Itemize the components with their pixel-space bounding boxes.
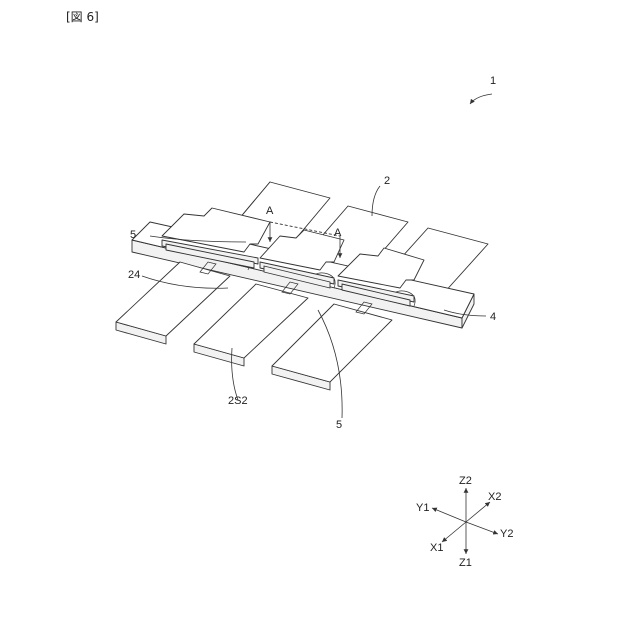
axis-z2-label: Z2 (459, 475, 472, 487)
axis-y1-label: Y1 (416, 502, 429, 514)
ref-notch: 24 (128, 269, 140, 281)
axis-x2-label: X2 (488, 491, 501, 503)
leader-2 (372, 186, 380, 216)
leader-1 (470, 94, 492, 104)
section-a-right: A (334, 227, 342, 239)
ref-chip-lower: 5 (336, 419, 342, 431)
ref-device: 1 (490, 75, 496, 87)
axis-z1-label: Z1 (459, 557, 472, 569)
ref-top-leads: 2 (384, 175, 390, 187)
section-a-left: A (266, 205, 274, 217)
axis-x1-label: X1 (430, 542, 443, 554)
axis-triad: Z2 Z1 X2 X1 Y1 Y2 (416, 475, 513, 569)
ref-chip-upper: 5 (130, 229, 136, 241)
ref-lower-leads: 2S2 (228, 395, 248, 407)
ref-bar: 4 (490, 311, 496, 323)
axis-y2-label: Y2 (500, 528, 513, 540)
